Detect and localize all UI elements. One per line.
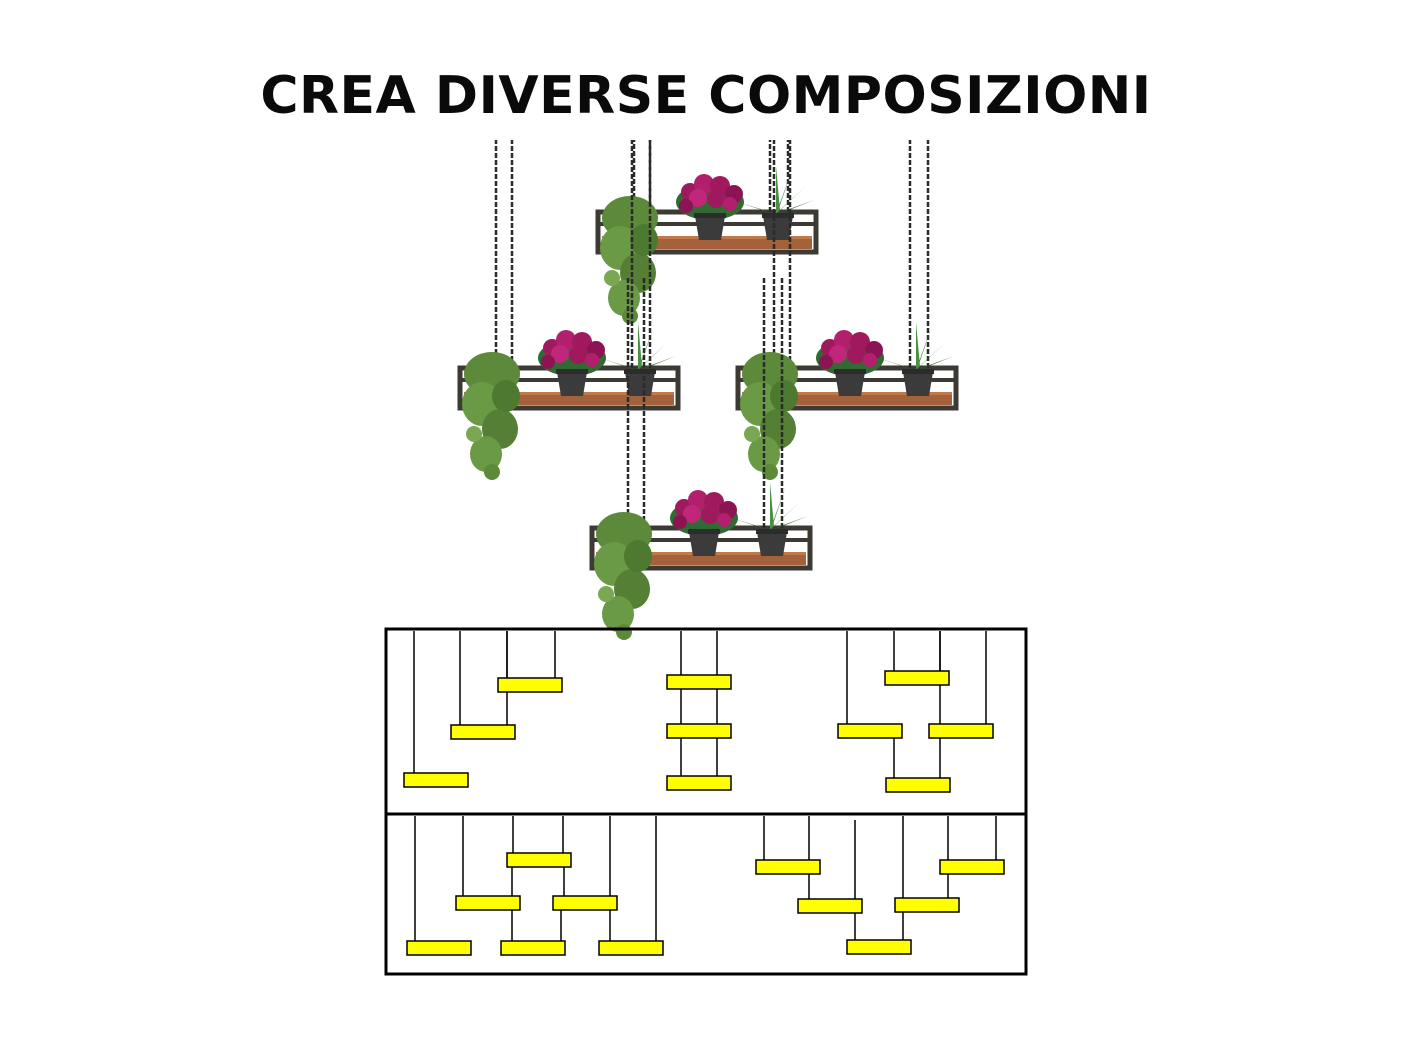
diagram-shelves [403, 670, 1005, 956]
diagram-shelf [552, 895, 618, 911]
diagram-shelf [500, 940, 566, 956]
diagram-shelf [755, 859, 821, 875]
diagram-shelf [497, 677, 563, 693]
diagram-shelf [846, 939, 912, 955]
diagram-shelf [406, 940, 472, 956]
diagram-shelf [939, 859, 1005, 875]
diagram-shelf [403, 772, 469, 788]
diagram-shelf [797, 898, 863, 914]
diagram-shelf [894, 897, 960, 913]
diagram-frame [384, 627, 1028, 976]
diagram-shelf [506, 852, 572, 868]
diagram-hangers [413, 631, 997, 941]
diagram-shelf [666, 775, 732, 791]
diagram-shelf [450, 724, 516, 740]
diagram-shelf [666, 723, 732, 739]
diagram-shelf [598, 940, 664, 956]
diagram-shelf [884, 670, 950, 686]
diagram-shelf [666, 674, 732, 690]
diagram-shelf [837, 723, 903, 739]
diagram-shelf [928, 723, 994, 739]
page-title: CREA DIVERSE COMPOSIZIONI [260, 66, 1152, 126]
diagram-shelf [885, 777, 951, 793]
diagram-shelf [455, 895, 521, 911]
